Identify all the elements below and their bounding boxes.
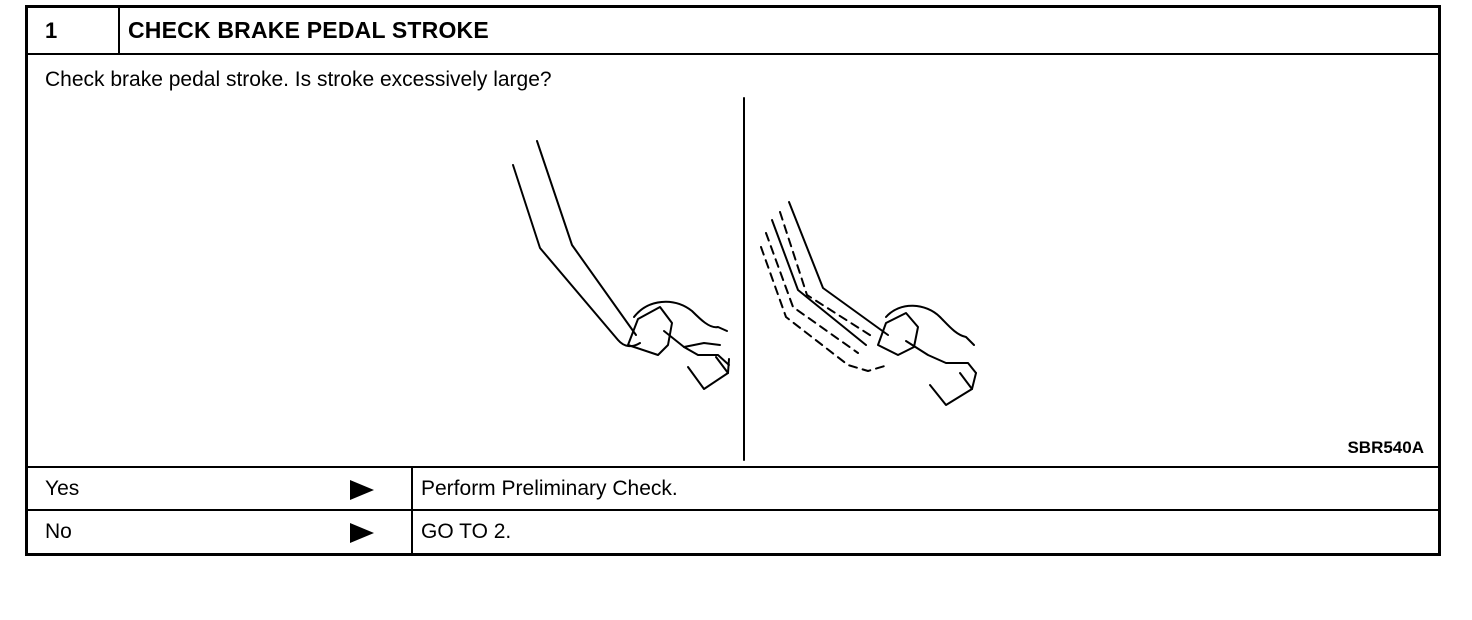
procedure-table: 1 CHECK BRAKE PEDAL STROKE Check brake p…	[25, 5, 1441, 556]
step-number: 1	[28, 8, 120, 53]
step-question: Check brake pedal stroke. Is stroke exce…	[45, 68, 552, 91]
answer-label-no: No	[45, 520, 72, 543]
step-title: CHECK BRAKE PEDAL STROKE	[128, 17, 489, 43]
answer-row-no: No GO TO 2.	[28, 511, 1438, 553]
step-header: 1 CHECK BRAKE PEDAL STROKE	[28, 8, 1438, 55]
answer-label-yes: Yes	[45, 477, 80, 500]
arrow-right-icon	[350, 523, 374, 543]
brake-pedal-illustration	[512, 97, 977, 461]
step-body: Check brake pedal stroke. Is stroke exce…	[28, 55, 1438, 468]
arrow-right-icon	[350, 480, 374, 500]
figure-code: SBR540A	[1347, 438, 1424, 457]
result-cell-yes: Perform Preliminary Check.	[411, 468, 1438, 509]
result-text-no: GO TO 2.	[421, 520, 512, 543]
pedal-normal-drawing	[512, 140, 730, 390]
pedal-excessive-drawing	[760, 201, 977, 406]
result-cell-no: GO TO 2.	[411, 511, 1438, 553]
result-text-yes: Perform Preliminary Check.	[421, 477, 678, 500]
answer-row-yes: Yes Perform Preliminary Check.	[28, 468, 1438, 511]
